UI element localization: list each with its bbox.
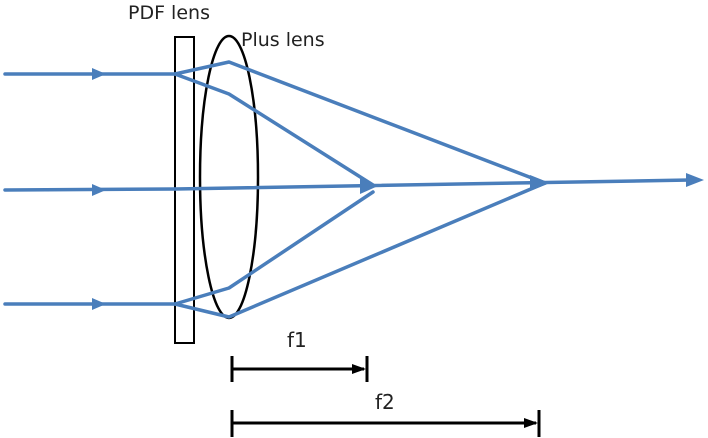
refracted-rays — [173, 60, 692, 319]
focal-arrows — [360, 173, 704, 194]
top-ray-to-f2 — [173, 60, 547, 185]
f1-label: f1 — [287, 328, 307, 352]
axial-ray — [173, 178, 692, 191]
arrowhead-top-incoming — [92, 68, 106, 80]
top-ray-to-f1 — [173, 72, 375, 187]
arrowhead-f1-focus — [360, 178, 378, 194]
arrowhead-axis-end — [686, 173, 704, 187]
arrowhead-f2-focus — [530, 175, 550, 191]
bottom-ray-to-f1 — [173, 190, 375, 306]
bottom-ray-to-f2 — [173, 181, 547, 319]
f2-label: f2 — [375, 390, 395, 414]
f2-dimension: f2 — [230, 390, 541, 437]
incoming-ray-middle — [3, 187, 177, 192]
pdf-lens-label: PDF lens — [128, 2, 210, 24]
incoming-rays — [3, 72, 177, 306]
arrowhead-middle-incoming — [92, 184, 106, 196]
plus-lens-label: Plus lens — [241, 29, 325, 51]
arrowhead-bottom-incoming — [92, 298, 106, 310]
incoming-ray-arrows — [92, 68, 106, 310]
f1-dimension: f1 — [230, 328, 369, 382]
